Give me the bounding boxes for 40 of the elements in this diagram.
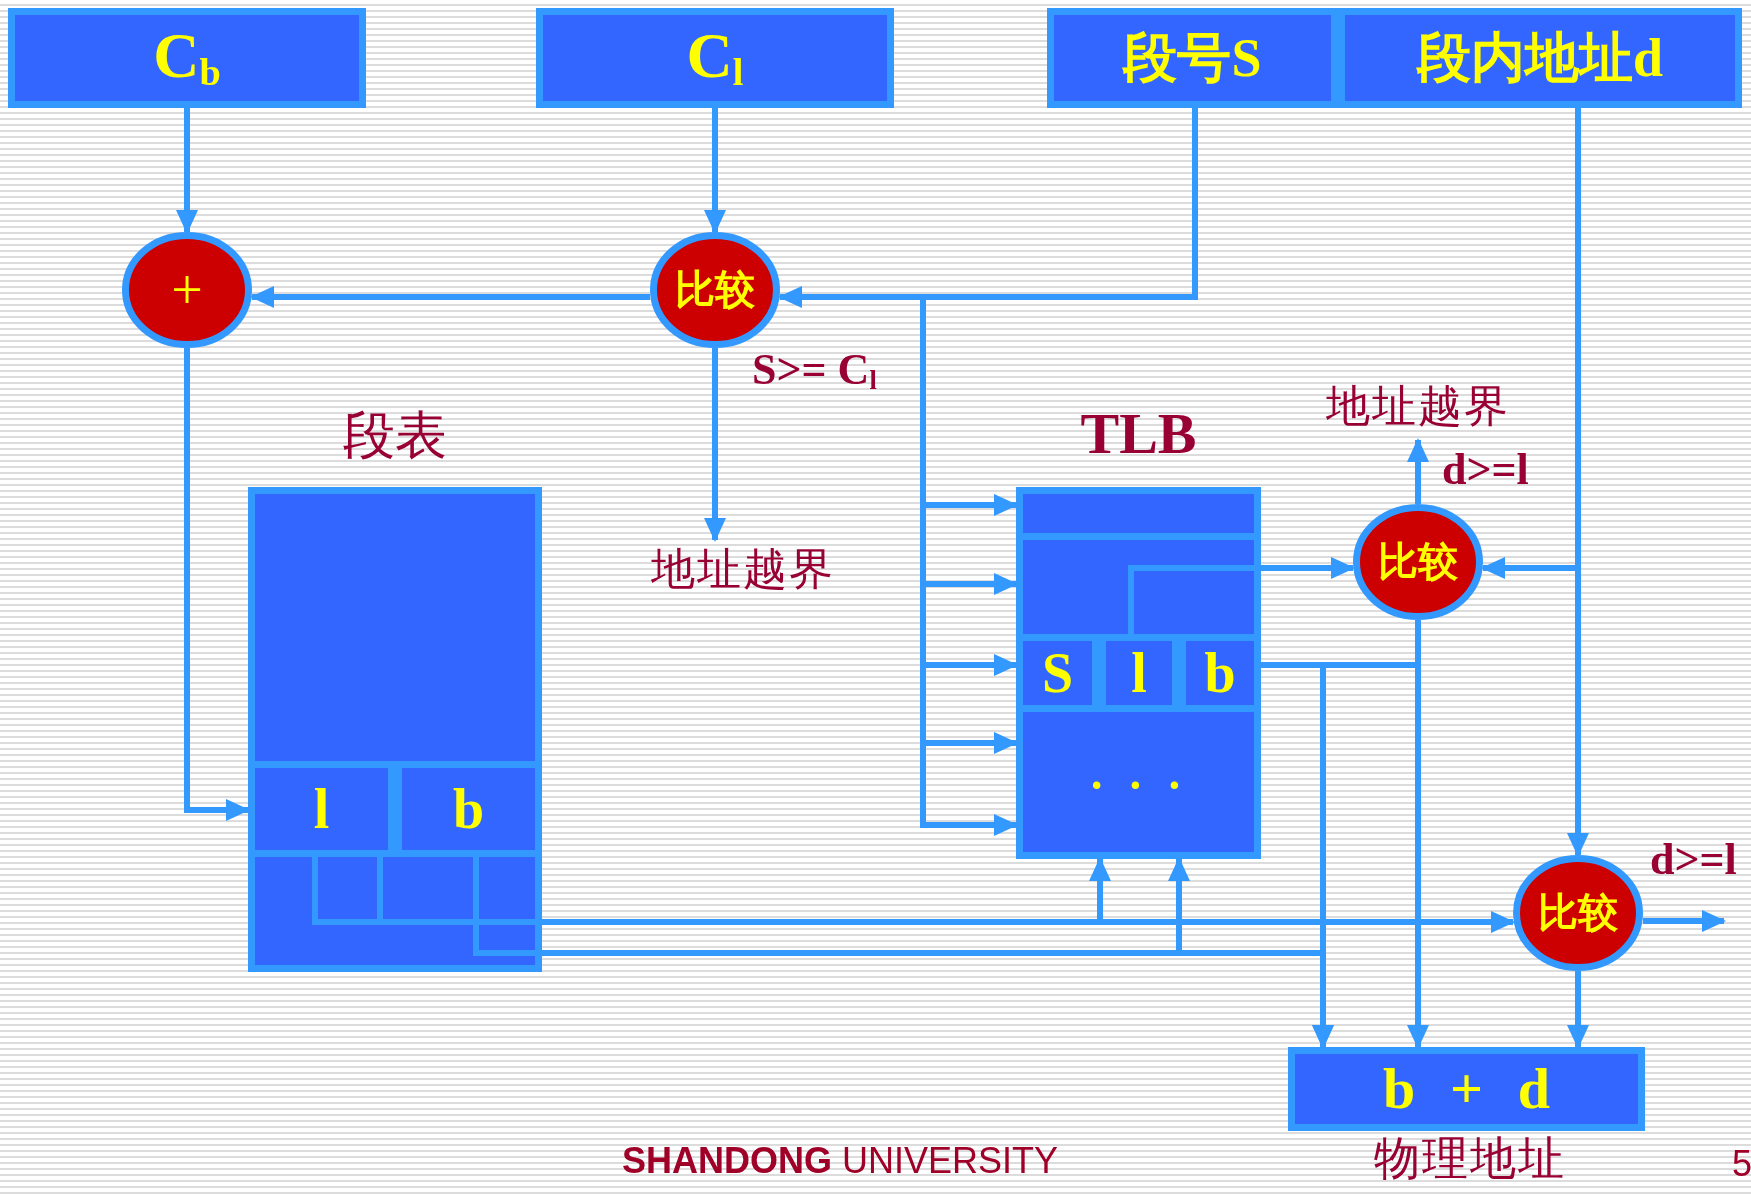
field-label: 段号S [1123, 31, 1262, 85]
result-label: b + d [1382, 1060, 1551, 1118]
edge-label: d>=l [1650, 838, 1737, 882]
arrow [1407, 620, 1429, 1049]
ellipsis-text: · · · [1088, 759, 1189, 813]
table-title: 段表 [342, 410, 448, 462]
arrow [1643, 910, 1726, 932]
field-label: l [1131, 645, 1147, 701]
footer-text: SHANDONG UNIVERSITY [620, 1139, 1060, 1183]
arrow [176, 108, 198, 234]
arrow [250, 286, 650, 308]
field-label: b [452, 781, 485, 837]
register-box [536, 8, 894, 108]
warning-text: 地址越界 [632, 540, 854, 598]
comparator-label: 比较 [1538, 893, 1618, 933]
edge-label: d>=l [1442, 448, 1529, 492]
arrow [1407, 438, 1429, 504]
register-label: C$_{b}$ [153, 24, 221, 92]
arrow [704, 108, 726, 234]
address-field-box [1047, 8, 1338, 108]
plus-sign: + [171, 262, 203, 318]
arrow [1128, 557, 1355, 634]
field-label: l [313, 781, 330, 837]
caption-text: 物理地址 [1373, 1136, 1567, 1182]
arrow [704, 348, 726, 542]
result-box [1288, 1047, 1645, 1131]
register-box [8, 8, 366, 108]
field-label: S [1041, 645, 1074, 701]
table-title: TLB [1079, 405, 1198, 463]
arrow [184, 348, 250, 821]
comparator-label: 比较 [675, 270, 755, 310]
field-label: b [1204, 645, 1236, 701]
page-number: 5 [1732, 1142, 1751, 1186]
edge-label: S>= C$_{l}$ [752, 348, 877, 394]
comparator-label: 比较 [1378, 542, 1458, 582]
register-label: C$_{l}$ [686, 24, 744, 92]
address-field-box [1338, 8, 1742, 108]
arrow [1567, 971, 1589, 1049]
warning-text: 地址越界 [1302, 372, 1534, 440]
field-label: 段内地址d [1416, 31, 1663, 85]
